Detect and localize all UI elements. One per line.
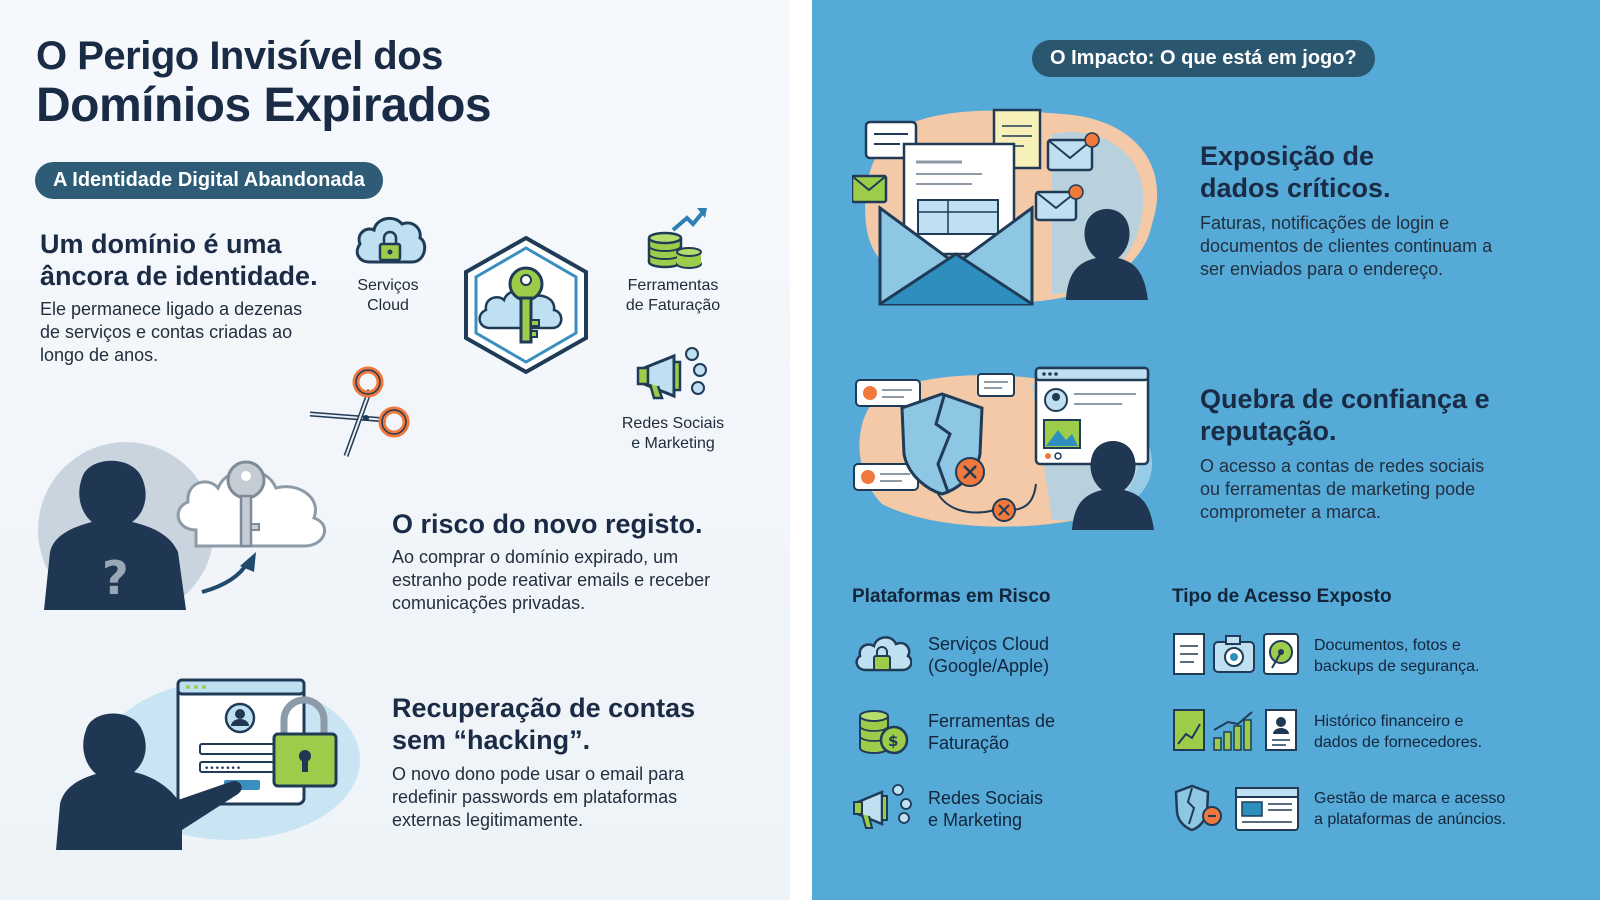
section-pill-identity: A Identidade Digital Abandonada xyxy=(35,162,383,199)
page-title-line2: Domínios Expirados xyxy=(36,79,492,132)
access-documents-line1: Documentos, fotos e xyxy=(1314,637,1461,654)
page-title-line1: O Perigo Invisível dos xyxy=(36,34,443,78)
exposure-body-line2: documentos de clientes continuam a xyxy=(1200,236,1493,256)
scissors-icon xyxy=(309,366,410,457)
icon-label-billing-line2: de Faturação xyxy=(625,297,721,314)
trust-body-line1: O acesso a contas de redes sociais xyxy=(1200,456,1485,476)
risk-body-line1: Ao comprar o domínio expirado, um xyxy=(392,547,679,567)
anchor-body-line2: de serviços e contas criadas ao xyxy=(40,322,293,342)
platform-social-line2: e Marketing xyxy=(928,810,1023,830)
financial-history-icons xyxy=(1173,709,1297,751)
megaphone-icon xyxy=(853,784,912,829)
svg-text:•••••••: ••••••• xyxy=(204,764,241,774)
anchor-heading-line2: âncora de identidade. xyxy=(40,261,318,291)
access-brand-line2: a plataformas de anúncios. xyxy=(1314,811,1507,828)
exposure-heading-line1: Exposição de xyxy=(1200,141,1375,171)
broken-trust-illustration xyxy=(853,366,1154,530)
coins-growth-icon xyxy=(647,208,707,269)
cloud-lock-icon xyxy=(355,216,427,264)
brand-ads-access-icons xyxy=(1174,784,1299,832)
recovery-body-line1: O novo dono pode usar o email para xyxy=(392,764,685,784)
access-heading: Tipo de Acesso Exposto xyxy=(1172,586,1392,607)
recovery-heading-line2: sem “hacking”. xyxy=(392,725,591,755)
hexagon-key-icon xyxy=(464,235,588,375)
exposure-body-line3: ser enviados para o endereço. xyxy=(1200,259,1444,279)
risk-body-line2: estranho pode reativar emails e receber xyxy=(392,570,711,590)
anchor-body-line3: longo de anos. xyxy=(40,345,159,365)
recovery-body-line2: redefinir passwords em plataformas xyxy=(392,787,678,807)
exposure-heading-line2: dados críticos. xyxy=(1200,173,1391,203)
anchor-heading-line1: Um domínio é uma xyxy=(40,229,282,259)
platforms-heading: Plataformas em Risco xyxy=(852,586,1051,607)
megaphone-icon xyxy=(636,347,707,400)
access-brand-line1: Gestão de marca e acesso xyxy=(1314,790,1506,807)
platform-cloud-line1: Serviços Cloud xyxy=(928,634,1050,654)
trust-body-line3: comprometer a marca. xyxy=(1200,502,1382,522)
icon-label-cloud-line2: Cloud xyxy=(367,297,409,314)
icon-label-social-line1: Redes Sociais xyxy=(621,415,725,432)
access-financial-line2: dados de fornecedores. xyxy=(1314,734,1483,751)
risk-heading: O risco do novo registo. xyxy=(392,509,703,539)
icon-label-cloud-line1: Serviços xyxy=(357,277,419,294)
platform-billing-line1: Ferramentas de xyxy=(928,711,1056,731)
trust-body-line2: ou ferramentas de marketing pode xyxy=(1200,479,1476,499)
risk-body-line3: comunicações privadas. xyxy=(392,593,586,613)
platform-cloud-line2: (Google/Apple) xyxy=(928,656,1050,676)
svg-text:$: $ xyxy=(888,732,898,750)
document-photo-backup-icons xyxy=(1173,633,1299,675)
platform-social-line1: Redes Sociais xyxy=(928,788,1044,808)
cloud-lock-icon xyxy=(855,636,912,672)
panel-divider xyxy=(790,0,812,900)
email-exposure-illustration xyxy=(852,108,1158,306)
coins-icon: $ xyxy=(859,710,909,755)
section-pill-impact: O Impacto: O que está em jogo? xyxy=(1032,40,1375,77)
anchor-body-line1: Ele permanece ligado a dezenas xyxy=(40,299,303,319)
trust-heading-line1: Quebra de confiança e xyxy=(1200,384,1490,414)
account-recovery-illustration: ••••••• xyxy=(56,678,360,850)
recovery-body-line3: externas legitimamente. xyxy=(392,810,584,830)
trust-heading-line2: reputação. xyxy=(1200,416,1337,446)
svg-text:?: ? xyxy=(102,551,129,605)
recovery-heading-line1: Recuperação de contas xyxy=(392,693,696,723)
anonymous-person-illustration: ? xyxy=(38,442,327,610)
left-panel: O Perigo Invisível dos Domínios Expirado… xyxy=(0,0,790,900)
access-documents-line2: backups de segurança. xyxy=(1314,658,1480,675)
icon-label-billing-line1: Ferramentas xyxy=(627,277,719,294)
icon-label-social-line2: e Marketing xyxy=(631,435,715,452)
platform-billing-line2: Faturação xyxy=(928,733,1010,753)
exposure-body-line1: Faturas, notificações de login e xyxy=(1200,213,1450,233)
access-financial-line1: Histórico financeiro e xyxy=(1314,713,1464,730)
